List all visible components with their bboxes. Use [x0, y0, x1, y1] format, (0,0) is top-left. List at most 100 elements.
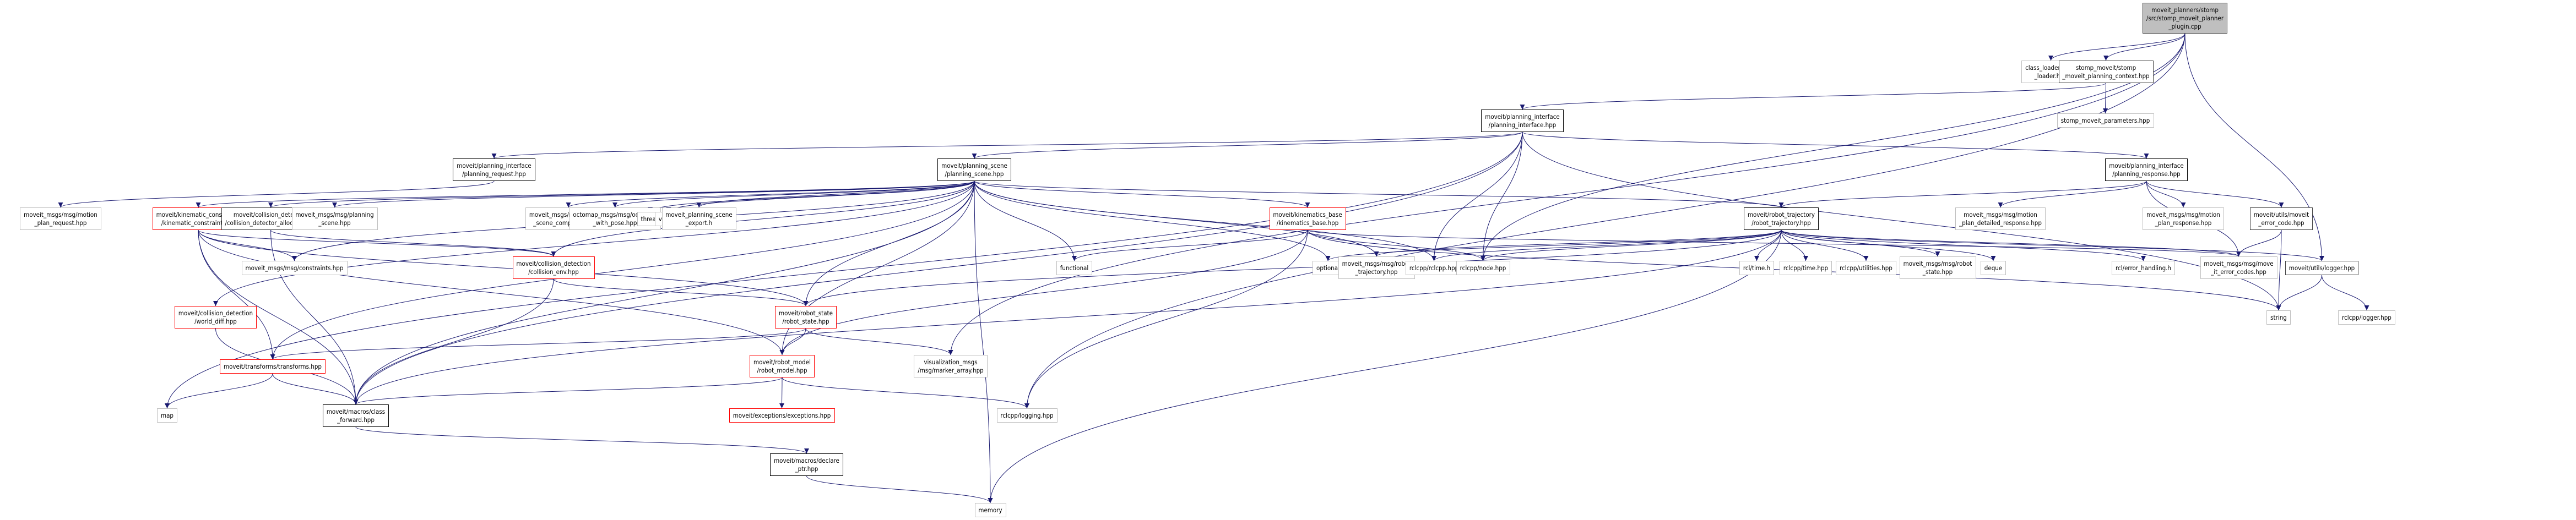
node-constraints-msg[interactable]: moveit_msgs/msg/constraints.hpp	[241, 261, 348, 275]
edge-planning_interface-to-planning_response	[1522, 132, 2149, 159]
node-move-it-error-codes[interactable]: moveit_msgs/msg/move _it_error_codes.hpp	[2200, 256, 2277, 279]
node-rclcpp-time[interactable]: rclcpp/time.hpp	[1780, 261, 1832, 275]
node-robot-model[interactable]: moveit/robot_model /robot_model.hpp	[750, 355, 815, 377]
edge-planning_scene-to-planning_scene_components	[566, 180, 975, 208]
node-planning-scene[interactable]: moveit/planning_scene /planning_scene.hp…	[937, 158, 1011, 181]
node-rclcpp-utilities[interactable]: rclcpp/utilities.hpp	[1836, 261, 1896, 275]
edge-root-to-logger	[2184, 33, 2324, 261]
edge-planning_scene-to-memory	[974, 180, 993, 503]
node-rcl-time[interactable]: rcl/time.h	[1739, 261, 1774, 275]
edge-planning_interface-to-planning_request	[492, 132, 1523, 159]
edge-planning_response-to-motion_plan_response	[2146, 180, 2186, 208]
node-declare-ptr[interactable]: moveit/macros/declare _ptr.hpp	[770, 453, 843, 476]
node-logger[interactable]: moveit/utils/logger.hpp	[2285, 261, 2358, 275]
edge-planning_scene-to-robot_trajectory	[974, 180, 1783, 208]
edge-planning_scene-to-kinematics_base	[974, 180, 1310, 208]
node-ps-export[interactable]: moveit_planning_scene _export.h	[661, 207, 736, 230]
node-robot-state[interactable]: moveit/robot_state /robot_state.hpp	[775, 306, 837, 329]
node-rclcpp-logging[interactable]: rclcpp/logging.hpp	[996, 408, 1057, 423]
edge-planning_scene-to-robot_model	[779, 180, 975, 355]
edge-robot_trajectory-to-deque	[1781, 229, 1996, 261]
edge-planning_interface-to-class_forward	[353, 132, 1523, 405]
node-rcl-error-handling[interactable]: rcl/error_handling.h	[2112, 261, 2175, 275]
edge-kinematic_constraint-to-robot_model	[198, 229, 785, 355]
edge-kinematic_constraint-to-robot_state	[198, 229, 809, 306]
node-planning-request[interactable]: moveit/planning_interface /planning_requ…	[453, 158, 535, 181]
edge-planning_scene-to-collision_detector_allocator	[268, 180, 975, 208]
edge-planning_interface-to-rclcpp_rclcpp	[1431, 132, 1523, 261]
node-exceptions[interactable]: moveit/exceptions/exceptions.hpp	[729, 408, 835, 423]
edge-planning_scene-to-ps_export	[696, 180, 975, 208]
node-rclcpp-rclcpp[interactable]: rclcpp/rclcpp.hpp	[1406, 261, 1462, 275]
edge-robot_trajectory-to-class_forward	[353, 229, 1782, 405]
edge-planning_scene-to-rclcpp_rclcpp	[974, 180, 1436, 261]
edge-robot_state-to-marker_array	[805, 328, 953, 355]
node-robot-state-msg[interactable]: moveit_msgs/msg/robot _state.hpp	[1899, 256, 1976, 279]
edge-robot_trajectory-to-logger	[1781, 229, 2324, 261]
edge-planning_scene-to-planning_scene_msg	[332, 180, 975, 208]
node-marker-array[interactable]: visualization_msgs /msg/marker_array.hpp	[914, 355, 988, 377]
edge-robot_trajectory-to-optional	[1325, 229, 1782, 261]
node-motion-plan-detailed-response[interactable]: moveit_msgs/msg/motion _plan_detailed_re…	[1955, 207, 2046, 230]
edge-kinematic_constraint-to-transforms	[198, 229, 275, 360]
node-world-diff[interactable]: moveit/collision_detection /world_diff.h…	[175, 306, 257, 329]
node-planning-scene-msg[interactable]: moveit_msgs/msg/planning _scene.hpp	[291, 207, 378, 230]
edge-kinematics_base-to-rclcpp_logging	[1024, 229, 1308, 409]
edge-declare_ptr-to-memory	[806, 475, 993, 503]
node-robot-trajectory-msg[interactable]: moveit_msgs/msg/robot _trajectory.hpp	[1338, 256, 1415, 279]
edge-moveit_error_code-to-move_it_error_codes	[2236, 229, 2282, 257]
edge-robot_trajectory-to-robot_state	[803, 229, 1782, 306]
node-robot-trajectory[interactable]: moveit/robot_trajectory /robot_trajector…	[1744, 207, 1819, 230]
node-deque[interactable]: deque	[1981, 261, 2006, 275]
edge-robot_trajectory-to-memory	[988, 229, 1782, 503]
node-collision-env[interactable]: moveit/collision_detection /collision_en…	[512, 256, 595, 279]
edge-planning_scene-to-functional	[974, 180, 1077, 261]
edge-collision_env-to-class_forward	[353, 278, 554, 405]
edge-robot_trajectory-to-rcl_time	[1754, 229, 1782, 261]
node-memory[interactable]: memory	[974, 503, 1006, 517]
node-optional[interactable]: optional	[1313, 261, 1343, 275]
node-root[interactable]: moveit_planners/stomp /src/stomp_moveit_…	[2143, 3, 2227, 34]
edge-planning_scene-to-variant	[666, 180, 975, 212]
edge-planning_scene-to-transforms	[270, 180, 975, 360]
edge-moveit_error_code-to-string	[2276, 229, 2282, 311]
edge-root-to-rclcpp_logging	[1024, 33, 2185, 409]
edge-robot_trajectory-to-rclcpp_node	[1480, 229, 1782, 261]
edge-planning_interface-to-map	[165, 132, 1523, 409]
edge-robot_trajectory-to-rcl_error_handling	[1781, 229, 2146, 261]
edge-robot_model-to-exceptions	[779, 377, 785, 409]
node-map[interactable]: map	[157, 408, 177, 423]
edge-kinematics_base-to-rclcpp_node	[1307, 229, 1485, 261]
edge-robot_trajectory-to-rclcpp_time	[1781, 229, 1808, 261]
node-planning-response[interactable]: moveit/planning_interface /planning_resp…	[2105, 158, 2188, 181]
edge-kinematics_base-to-move_it_error_codes	[1307, 229, 2241, 257]
edge-root-to-stomp_ctx	[2103, 33, 2185, 61]
node-planning-interface[interactable]: moveit/planning_interface /planning_inte…	[1481, 110, 1564, 132]
node-motion-plan-response[interactable]: moveit_msgs/msg/motion _plan_response.hp…	[2143, 207, 2224, 230]
edge-planning_scene-to-octomap_with_pose	[612, 180, 975, 208]
node-stomp-params[interactable]: stomp_moveit_parameters.hpp	[2057, 113, 2154, 128]
node-transforms[interactable]: moveit/transforms/transforms.hpp	[220, 359, 326, 374]
node-class-forward[interactable]: moveit/macros/class _forward.hpp	[323, 404, 389, 427]
node-moveit-error-code[interactable]: moveit/utils/moveit _error_code.hpp	[2250, 207, 2313, 230]
edge-kinematics_base-to-functional	[1072, 229, 1308, 261]
edge-logger-to-string	[2276, 275, 2322, 311]
edge-robot_trajectory-to-move_it_error_codes	[1781, 229, 2241, 257]
node-string[interactable]: string	[2266, 310, 2291, 325]
edge-transforms-to-class_forward	[272, 373, 359, 405]
node-rclcpp-logger[interactable]: rclcpp/logger.hpp	[2338, 310, 2395, 325]
edge-transforms-to-map	[165, 373, 273, 409]
edge-robot_trajectory-to-robot_trajectory_msg	[1374, 229, 1782, 257]
node-rclcpp-node[interactable]: rclcpp/node.hpp	[1456, 261, 1510, 275]
edge-robot_state-to-robot_model	[779, 328, 806, 355]
node-motion-plan-request[interactable]: moveit_msgs/msg/motion _plan_request.hpp	[20, 207, 101, 230]
edge-planning_scene-to-class_forward	[353, 180, 975, 405]
edge-planning_request-to-motion_plan_request	[58, 180, 495, 208]
node-stomp-ctx[interactable]: stomp_moveit/stomp _moveit_planning_cont…	[2058, 61, 2154, 83]
edge-kinematic_constraint-to-collision_env	[198, 229, 556, 257]
edge-planning_response-to-moveit_error_code	[2146, 180, 2284, 208]
node-functional[interactable]: functional	[1056, 261, 1092, 275]
node-kinematics-base[interactable]: moveit/kinematics_base /kinematics_base.…	[1269, 207, 1346, 230]
